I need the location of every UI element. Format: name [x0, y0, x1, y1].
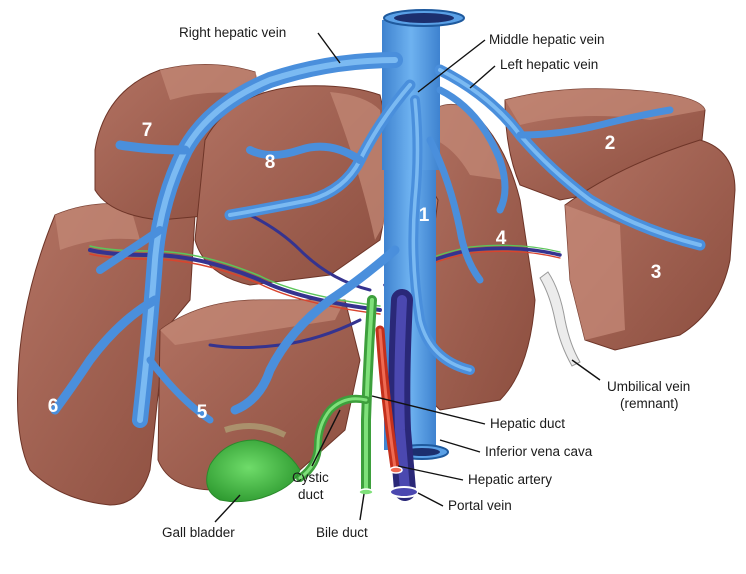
labels: Right hepatic vein Middle hepatic vein L…	[162, 25, 690, 540]
label-umbilical-vein-remnant: (remnant)	[620, 396, 679, 411]
label-left-hepatic-vein: Left hepatic vein	[500, 57, 598, 72]
segment-1-number: 1	[419, 205, 430, 226]
label-right-hepatic-vein: Right hepatic vein	[179, 25, 286, 40]
label-cystic-duct: duct	[298, 487, 324, 502]
segment-7-number: 7	[142, 120, 153, 141]
leader-lines	[214, 32, 601, 523]
label-inferior-vena-cava: Inferior vena cava	[485, 444, 593, 459]
label-umbilical-vein: Umbilical vein	[607, 379, 690, 394]
segment-3-number: 3	[651, 262, 662, 283]
segment-numbers: 1 2 3 4 5 6 7 8	[48, 120, 662, 423]
gall-bladder	[206, 439, 301, 503]
label-portal-vein: Portal vein	[448, 498, 512, 513]
hepatic-veins	[50, 9, 706, 460]
label-hepatic-duct: Hepatic duct	[490, 416, 565, 431]
label-cystic: Cystic	[292, 470, 329, 485]
label-gall-bladder: Gall bladder	[162, 525, 235, 540]
segment-5-number: 5	[197, 402, 208, 423]
segment-2-number: 2	[605, 133, 616, 154]
label-bile-duct: Bile duct	[316, 525, 368, 540]
label-hepatic-artery: Hepatic artery	[468, 472, 552, 487]
segment-6-number: 6	[48, 396, 59, 417]
umbilical-vein-remnant	[539, 271, 581, 367]
label-middle-hepatic-vein: Middle hepatic vein	[489, 32, 605, 47]
segment-4-number: 4	[496, 228, 507, 249]
segment-8-number: 8	[265, 152, 276, 173]
